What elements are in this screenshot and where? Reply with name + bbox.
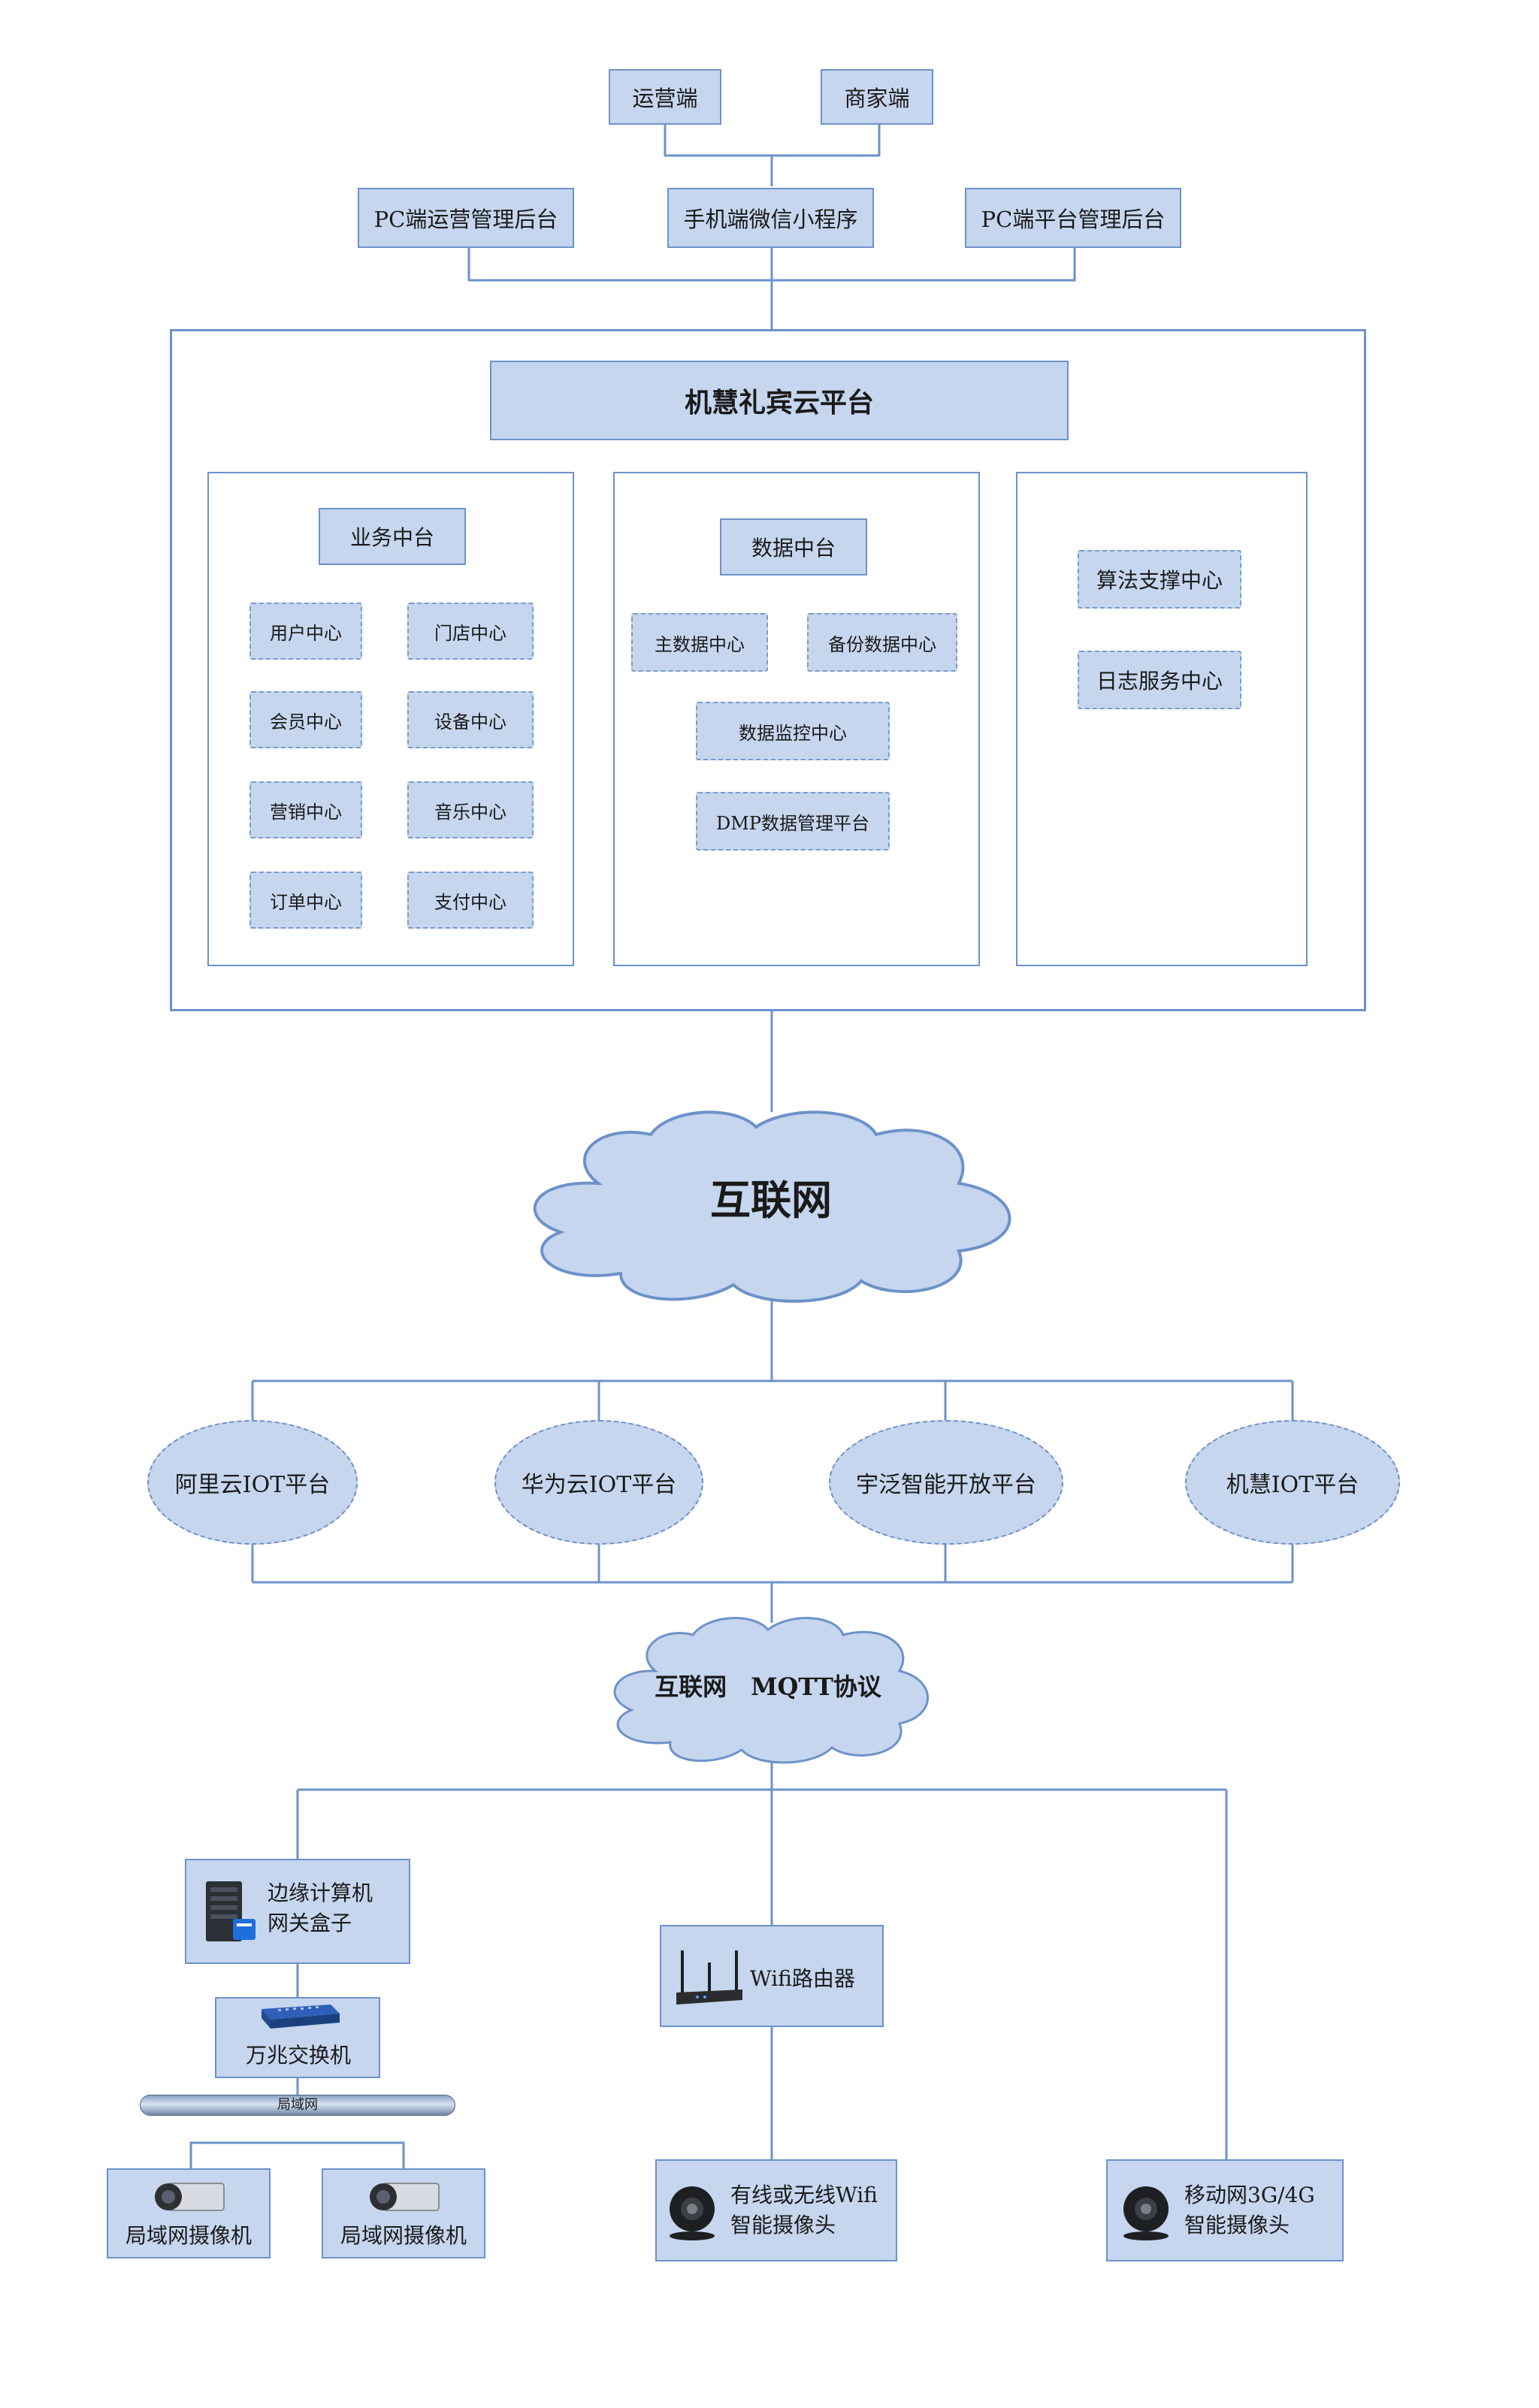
member-center-box: 会员中心 (249, 691, 362, 748)
log-service-center-box: 日志服务中心 (1078, 651, 1241, 709)
store-center-box: 门店中心 (407, 603, 534, 660)
huawei-iot-platform: 华为云IOT平台 (494, 1420, 703, 1545)
wifi-router-label: Wifi路由器 (750, 1966, 855, 1991)
order-center-box: 订单中心 (249, 872, 362, 929)
jihui-iot-platform: 机慧IOT平台 (1185, 1420, 1400, 1545)
edge-gateway-line2: 网关盒子 (268, 1911, 352, 1935)
lan-camera-2-label: 局域网摄像机 (340, 2223, 467, 2248)
mobile-camera-line2: 智能摄像头 (1184, 2213, 1290, 2237)
wechat-miniprogram-box: 手机端微信小程序 (667, 188, 874, 248)
camera-icon (155, 2183, 225, 2211)
backup-data-center-box: 备份数据中心 (807, 613, 957, 672)
music-center-box: 音乐中心 (407, 781, 534, 838)
smart-camera-icon (670, 2186, 715, 2240)
support-panel (1016, 472, 1308, 966)
business-platform-title: 业务中台 (319, 508, 466, 565)
device-center-box: 设备中心 (407, 691, 534, 748)
user-center-box: 用户中心 (249, 603, 362, 660)
wifi-camera-line2: 智能摄像头 (730, 2213, 836, 2237)
internet-cloud-icon (533, 1110, 1011, 1303)
edge-gateway-line1: 边缘计算机 (268, 1881, 373, 1905)
switch-label: 万兆交换机 (245, 2043, 351, 2068)
camera-icon (370, 2183, 440, 2211)
payment-center-box: 支付中心 (407, 872, 534, 929)
merchant-client-box: 商家端 (821, 69, 933, 125)
switch-icon (262, 2005, 340, 2029)
wifi-camera-box (655, 2159, 897, 2261)
server-icon (206, 1881, 255, 1941)
ops-client-box: 运营端 (609, 69, 721, 125)
router-icon (676, 1950, 742, 2005)
mqtt-label: 互联网 MQTT协议 (655, 1672, 881, 1701)
mobile-camera-line1: 移动网3G/4G (1184, 2183, 1315, 2207)
pc-ops-backend-box: PC端运营管理后台 (358, 188, 574, 248)
internet-label: 互联网 (710, 1176, 832, 1224)
lan-camera-2-box (322, 2168, 485, 2258)
aliyun-iot-platform: 阿里云IOT平台 (147, 1420, 358, 1545)
yufan-open-platform: 宇泛智能开放平台 (829, 1420, 1063, 1545)
platform-title: 机慧礼宾云平台 (490, 361, 1069, 440)
smart-camera-icon (1123, 2186, 1169, 2240)
mqtt-cloud-icon (613, 1617, 929, 1764)
dmp-platform-box: DMP数据管理平台 (696, 792, 890, 851)
algorithm-center-box: 算法支撑中心 (1078, 550, 1241, 609)
wifi-router-box (660, 1925, 884, 2027)
data-platform-title: 数据中台 (720, 518, 867, 576)
lan-camera-1-label: 局域网摄像机 (125, 2223, 252, 2248)
lan-bus-label: 局域网 (277, 2097, 318, 2113)
data-monitor-center-box: 数据监控中心 (696, 702, 890, 760)
pc-platform-backend-box: PC端平台管理后台 (965, 188, 1181, 248)
marketing-center-box: 营销中心 (249, 781, 362, 838)
master-data-center-box: 主数据中心 (631, 613, 768, 672)
lan-bus-pipe (140, 2095, 455, 2116)
wifi-camera-line1: 有线或无线Wifi (730, 2183, 878, 2207)
